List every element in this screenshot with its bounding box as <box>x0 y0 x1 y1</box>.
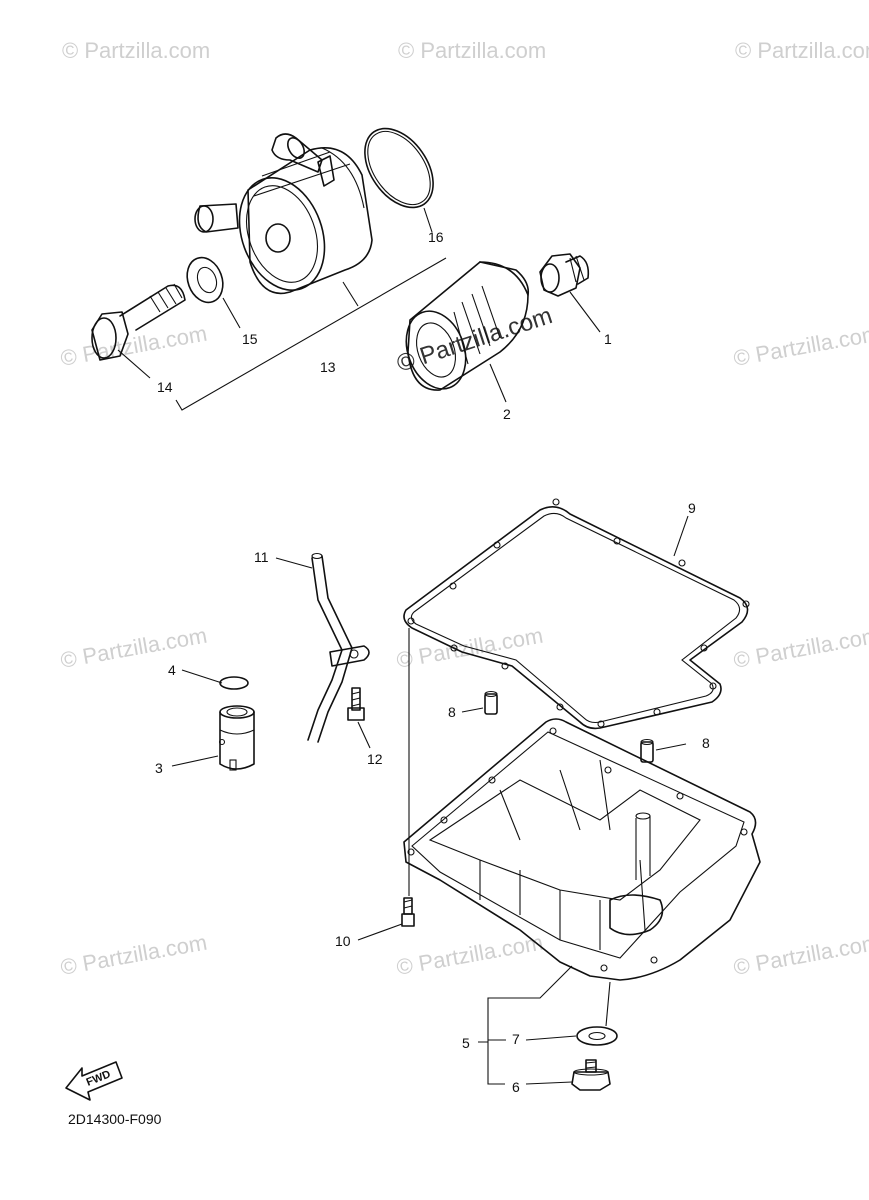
o-ring-16 <box>364 127 434 209</box>
oil-filter-2 <box>405 261 530 391</box>
watermarks: © Partzilla.com © Partzilla.com © Partzi… <box>59 38 869 980</box>
diagram-code: 2D14300-F090 <box>68 1111 162 1127</box>
leader-lines <box>117 207 689 1085</box>
callout-4[interactable]: 4 <box>168 662 176 678</box>
callout-15[interactable]: 15 <box>242 331 258 347</box>
watermark: © Partzilla.com <box>59 623 209 673</box>
callout-12[interactable]: 12 <box>367 751 383 767</box>
callout-8b[interactable]: 8 <box>702 735 710 751</box>
callout-14[interactable]: 14 <box>157 379 173 395</box>
watermark: © Partzilla.com <box>735 38 869 63</box>
callout-1[interactable]: 1 <box>604 331 612 347</box>
gasket-9 <box>403 498 750 730</box>
watermark: © Partzilla.com <box>732 930 869 980</box>
oil-pan <box>403 718 761 981</box>
callout-16[interactable]: 16 <box>428 229 444 245</box>
o-ring-4 <box>219 676 249 690</box>
washer-15 <box>186 256 224 304</box>
callout-7[interactable]: 7 <box>512 1031 520 1047</box>
watermark: © Partzilla.com <box>732 321 869 371</box>
fwd-label: FWD <box>85 1068 113 1089</box>
strainer-3 <box>218 705 255 771</box>
breather-pipe-11 <box>307 552 370 743</box>
bolt-10 <box>401 897 415 927</box>
watermark: © Partzilla.com <box>398 38 546 63</box>
drain-bolt-6 <box>571 1059 611 1091</box>
watermark: © Partzilla.com <box>62 38 210 63</box>
callout-9[interactable]: 9 <box>688 500 696 516</box>
gasket-7 <box>576 1026 618 1046</box>
union-bolt-14 <box>91 283 186 361</box>
callout-3[interactable]: 3 <box>155 760 163 776</box>
bolt-12 <box>347 687 365 721</box>
callout-5[interactable]: 5 <box>462 1035 470 1051</box>
callout-6[interactable]: 6 <box>512 1079 520 1095</box>
callout-11[interactable]: 11 <box>254 549 269 565</box>
callout-8a[interactable]: 8 <box>448 704 456 720</box>
callout-10[interactable]: 10 <box>335 933 351 949</box>
fitting-1 <box>539 253 590 297</box>
watermark: © Partzilla.com <box>732 623 869 673</box>
dowel-pin-8b <box>640 738 654 763</box>
fwd-arrow-icon: FWD <box>65 1061 123 1101</box>
oil-cooler-13 <box>194 133 373 295</box>
watermark: © Partzilla.com <box>395 930 545 980</box>
dowel-pin-8a <box>484 690 498 715</box>
watermark: © Partzilla.com <box>59 930 209 980</box>
callout-2[interactable]: 2 <box>503 406 511 422</box>
callouts: 1 2 3 4 5 6 7 8 8 9 10 11 12 13 14 15 16 <box>155 229 710 1095</box>
callout-13[interactable]: 13 <box>320 359 336 375</box>
